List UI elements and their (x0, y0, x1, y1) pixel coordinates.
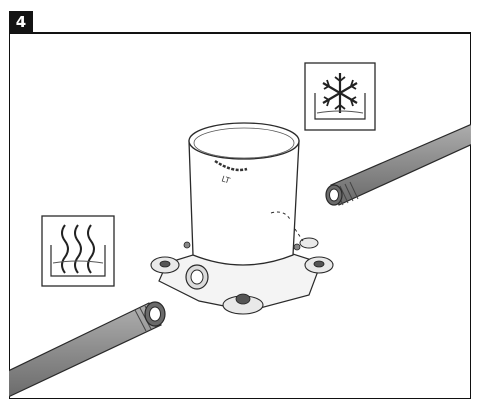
cold-water-pipe (325, 123, 471, 206)
step-number-badge: 4 (9, 11, 33, 33)
valve-body-marking: LT (220, 174, 231, 185)
heat-waves-icon (61, 224, 95, 274)
cold-water-symbol (304, 62, 376, 131)
mounting-lug-back (299, 237, 319, 249)
mounting-lug-left (150, 256, 180, 274)
hot-inlet-port (185, 264, 209, 290)
installation-illustration: LT (9, 62, 471, 398)
step-number: 4 (15, 13, 27, 31)
hot-container-icon (50, 245, 106, 277)
snowflake-icon (322, 73, 358, 113)
cold-container-icon (314, 93, 366, 120)
mounting-lug-right (304, 256, 334, 274)
mounting-base (150, 237, 334, 315)
hot-water-symbol (41, 215, 115, 287)
valve-body: LT (188, 122, 304, 266)
mounting-lug-front (222, 293, 264, 315)
hot-water-pipe (9, 301, 166, 398)
